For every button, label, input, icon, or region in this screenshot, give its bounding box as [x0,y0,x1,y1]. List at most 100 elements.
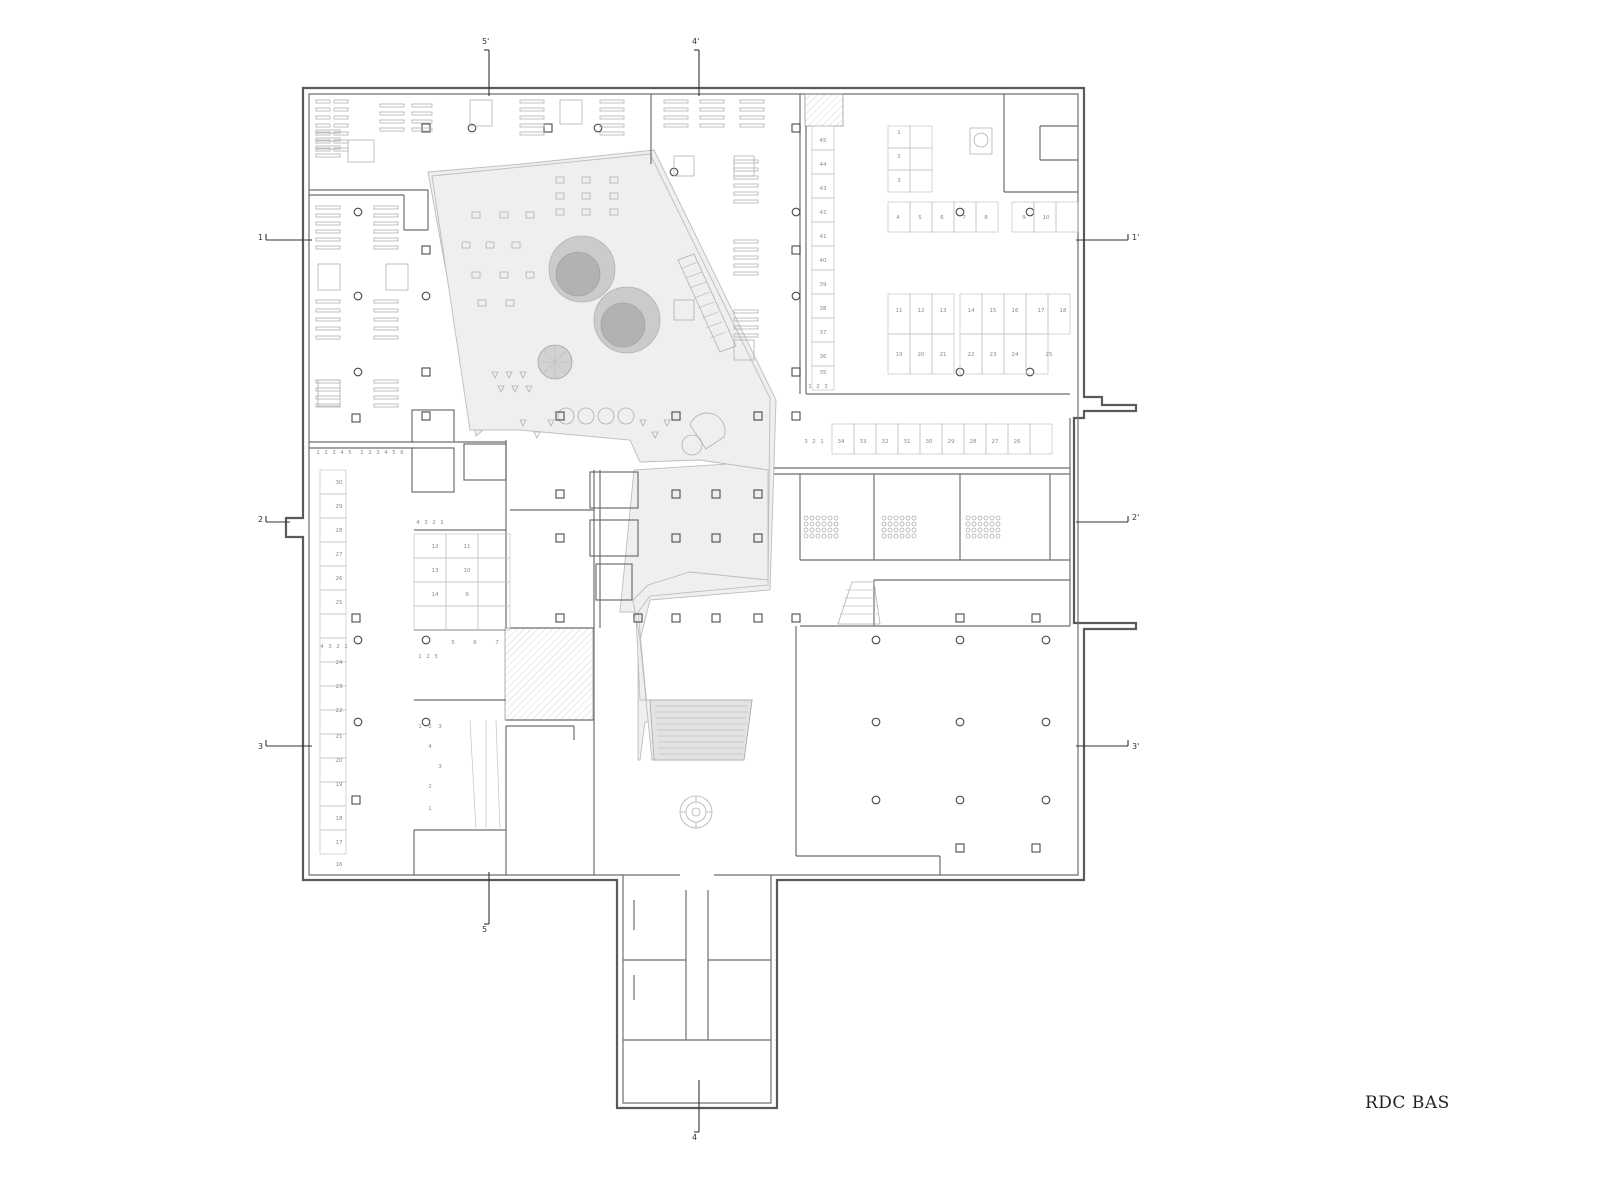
shelf [733,167,759,172]
section-label: 5' [482,37,489,46]
shelf [315,299,341,304]
parking-stall [959,293,983,335]
parking-number: 3 [424,520,428,526]
parking-stall [477,533,511,559]
parking-stall [1025,333,1049,375]
section-label: 2' [1132,513,1139,522]
parking-stall [445,557,479,583]
seat [899,533,905,539]
shelf [411,119,433,124]
shelf [733,271,759,276]
column-round [467,123,477,133]
column-square [791,411,801,421]
parking-number: 3 [438,724,442,730]
parking-number: 37 [820,330,827,336]
seat [827,527,833,533]
shelf [315,229,341,234]
parking-number: 19 [896,352,903,358]
section-label: 5 [482,925,487,934]
column-square [633,613,643,623]
column-round [1041,717,1051,727]
section-label: 1 [258,233,263,242]
section-label: 2 [258,515,263,524]
section-mark-4-top: 4' [692,37,700,96]
table [733,339,755,361]
parking-number: 44 [820,162,827,168]
parking-number: 35 [820,370,827,376]
parking-number: 45 [820,138,827,144]
shelf [599,131,625,136]
section-mark-3-right: 3' [1076,740,1139,751]
parking-number: 26 [336,576,343,582]
shelf [733,247,759,252]
parking-stall [445,581,479,607]
shelf [333,123,349,128]
parking-stall [319,829,347,855]
parking-stall [1029,423,1053,455]
shelf [599,115,625,120]
parking-number: 12 [432,544,439,550]
parking-number: 33 [860,439,867,445]
column-round [871,717,881,727]
shelf [699,107,725,112]
shelf [373,317,399,322]
seat [905,515,911,521]
seat [815,515,821,521]
parking-number: 29 [948,439,955,445]
shelf [739,107,765,112]
section-mark-2-right: 2' [1076,513,1139,523]
shelf [699,115,725,120]
parking-stall [413,533,447,559]
parking-stall [1047,293,1071,335]
seat [809,533,815,539]
parking-number: 40 [820,258,827,264]
parking-number: 3 [804,439,808,445]
shelf [411,103,433,108]
parking-number: 13 [940,308,947,314]
parking-number: 4 [340,450,344,456]
parking-number: 24 [1012,352,1019,358]
parking-number: 16 [336,862,343,868]
section-label: 1' [1132,233,1139,242]
parking-stall [477,605,511,631]
shelf [315,237,341,242]
seat [821,521,827,527]
column-square [555,533,565,543]
section-label: 3' [1132,742,1139,751]
column-round [353,717,363,727]
shelf [411,111,433,116]
parking-number: 17 [336,840,343,846]
parking-number: 9 [1022,215,1026,221]
seat [977,533,983,539]
parking-number: 14 [968,308,975,314]
column-round [421,635,431,645]
shelf [519,123,545,128]
shelf [315,221,341,226]
parking-number: 4 [320,644,324,650]
column-square [711,613,721,623]
seat [887,521,893,527]
parking-number: 5 [392,450,396,456]
parking-number: 39 [820,282,827,288]
column-square [555,411,565,421]
column-square [543,123,553,133]
parking-number: 2 [428,784,432,790]
shelf [733,325,759,330]
interior-walls [309,94,1078,1041]
parking-number: 26 [1014,439,1021,445]
parking-stall [909,293,933,335]
seat [899,527,905,533]
seat [965,533,971,539]
seat [989,521,995,527]
shelf [733,199,759,204]
central-atrium [427,149,777,761]
table [385,263,409,291]
seat [887,533,893,539]
seat [803,527,809,533]
shelf [333,107,349,112]
seat [995,527,1001,533]
parking-number: 20 [918,352,925,358]
section-mark-1-left: 1 [258,233,312,242]
seat [821,527,827,533]
